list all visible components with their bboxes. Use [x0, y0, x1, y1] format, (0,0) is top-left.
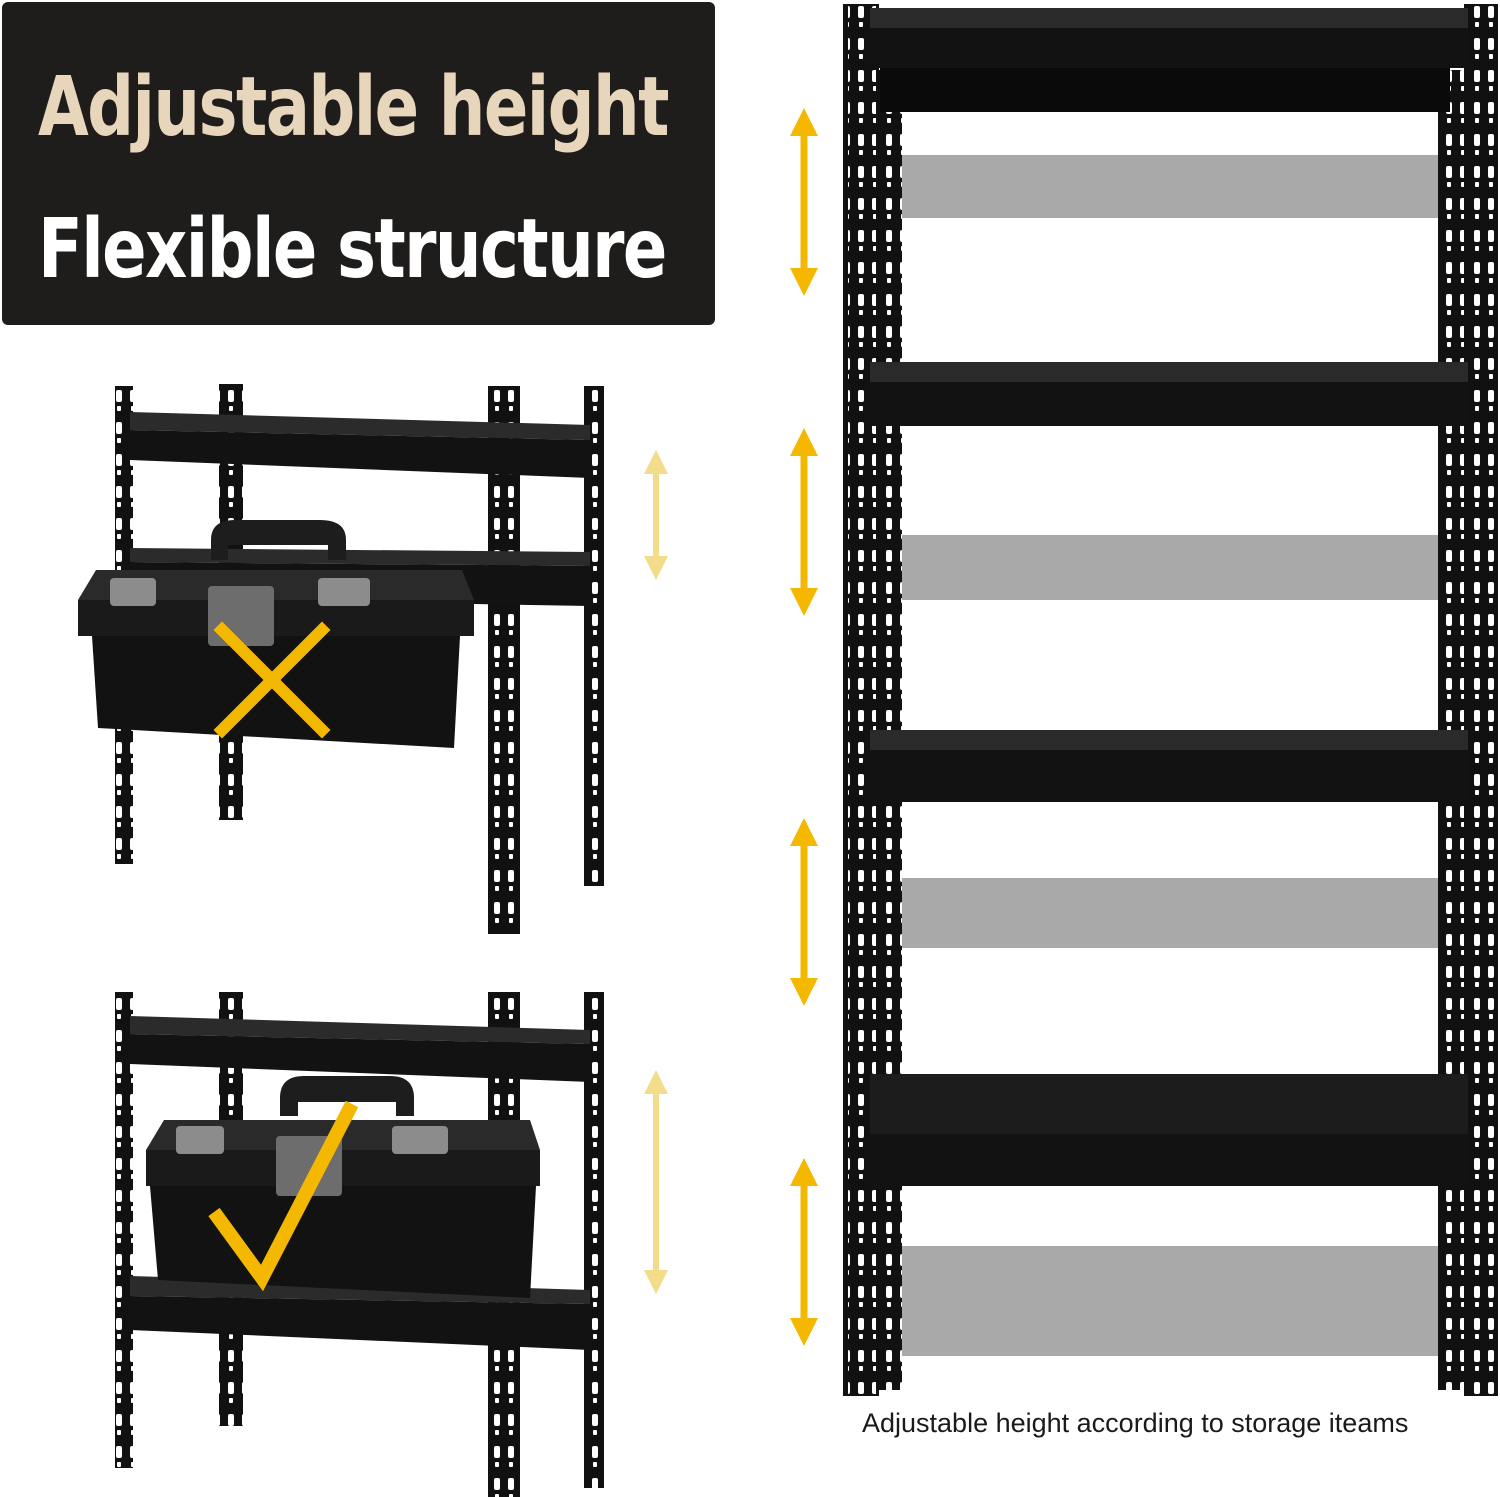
check-icon: [208, 1100, 359, 1292]
cross-icon: [213, 621, 331, 739]
headline-flexible-structure: Flexible structure: [38, 202, 667, 297]
headline-adjustable-height: Adjustable height: [38, 60, 669, 155]
caption-text: Adjustable height according to storage i…: [862, 1408, 1409, 1438]
small-shelf-adjusted: [115, 992, 668, 1497]
tall-shelf-unit: [843, 4, 1498, 1396]
headline-banner: Adjustable height Flexible structure: [2, 2, 715, 325]
ghost-shelf-positions: [880, 155, 1455, 1356]
small-shelf-too-low: [78, 384, 668, 934]
